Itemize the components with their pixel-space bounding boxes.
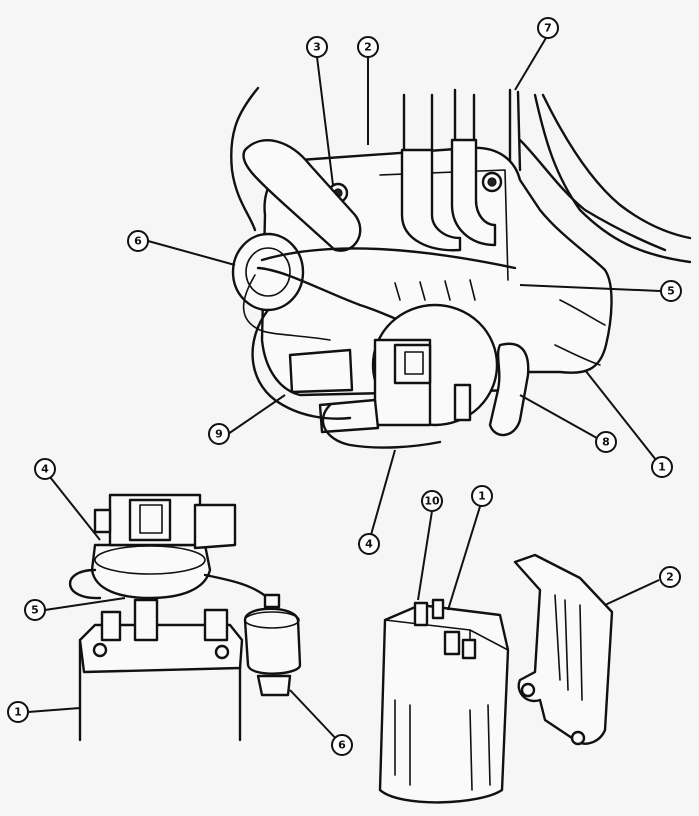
svg-text:5: 5 bbox=[667, 285, 675, 298]
svg-text:4: 4 bbox=[365, 538, 373, 551]
svg-text:1: 1 bbox=[478, 490, 486, 503]
bottom-canister bbox=[378, 598, 510, 804]
bolt-icon bbox=[481, 171, 503, 193]
callout-3: 3 bbox=[306, 36, 328, 58]
callout-1-right: 1 bbox=[651, 456, 673, 478]
top-assembly bbox=[230, 86, 692, 449]
svg-text:3: 3 bbox=[313, 41, 321, 54]
callout-2-top: 2 bbox=[357, 36, 379, 58]
svg-text:1: 1 bbox=[658, 461, 666, 474]
svg-text:2: 2 bbox=[364, 41, 372, 54]
leader-lines bbox=[27, 37, 661, 744]
callout-4-mid: 4 bbox=[358, 533, 380, 555]
svg-text:5: 5 bbox=[31, 604, 39, 617]
callout-1-left: 1 bbox=[7, 701, 29, 723]
callout-5-left: 5 bbox=[24, 599, 46, 621]
svg-text:4: 4 bbox=[41, 463, 49, 476]
bottom-left-assembly bbox=[68, 493, 302, 742]
svg-text:8: 8 bbox=[602, 436, 610, 449]
svg-text:10: 10 bbox=[424, 495, 440, 508]
svg-text:9: 9 bbox=[215, 428, 223, 441]
svg-text:7: 7 bbox=[544, 22, 552, 35]
svg-text:6: 6 bbox=[338, 739, 346, 752]
callout-8: 8 bbox=[595, 431, 617, 453]
callout-6-top: 6 bbox=[127, 230, 149, 252]
svg-text:6: 6 bbox=[134, 235, 142, 248]
callout-2-right: 2 bbox=[659, 566, 681, 588]
callout-7: 7 bbox=[537, 17, 559, 39]
svg-text:2: 2 bbox=[666, 571, 674, 584]
callout-4-left: 4 bbox=[34, 458, 56, 480]
callout-6-bottom: 6 bbox=[331, 734, 353, 756]
svg-text:1: 1 bbox=[14, 706, 22, 719]
callout-1-mid: 1 bbox=[471, 485, 493, 507]
callout-9: 9 bbox=[208, 423, 230, 445]
callout-5-top: 5 bbox=[660, 280, 682, 302]
bracket bbox=[513, 553, 614, 746]
callout-10: 10 bbox=[421, 490, 443, 512]
